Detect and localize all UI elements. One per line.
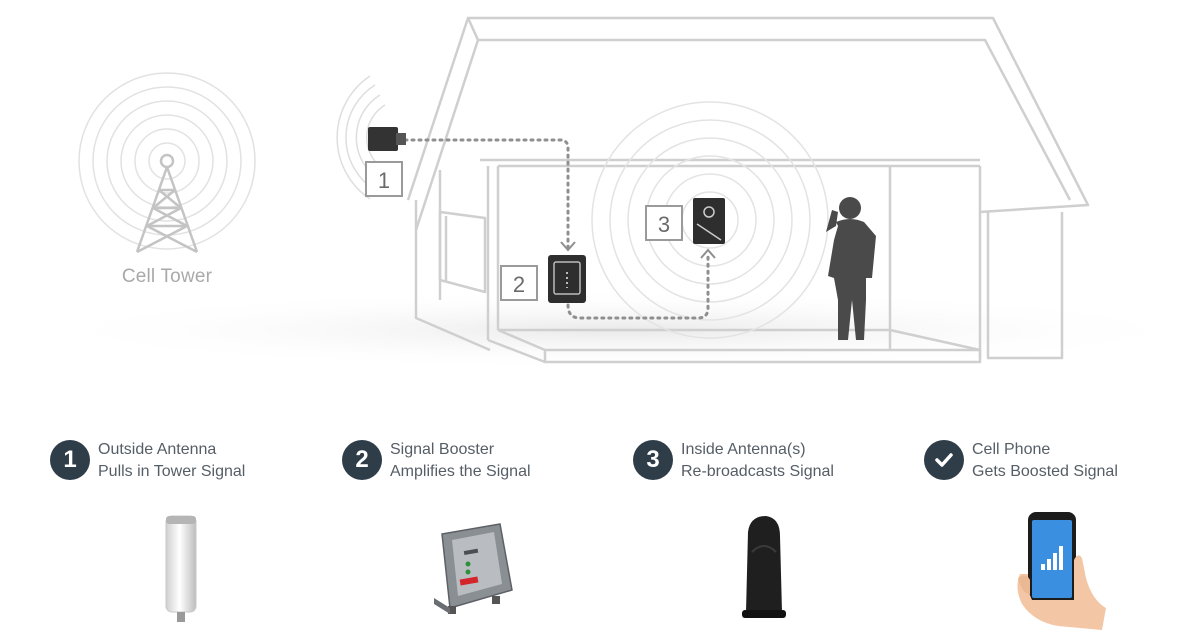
- person-on-phone-icon: [826, 197, 876, 340]
- outdoor-omni-antenna-image: [165, 515, 197, 622]
- step-subtitle: Gets Boosted Signal: [972, 463, 1118, 480]
- tower-signal-waves: [78, 72, 256, 250]
- callout-box-1: 1: [365, 161, 403, 197]
- cable-arrow-icon: [560, 241, 716, 259]
- step-title: Outside Antenna: [98, 441, 217, 458]
- callout-box-2: 2: [500, 265, 538, 301]
- callout-label-2: 2: [513, 272, 525, 297]
- signal-booster-unit-image: [434, 523, 513, 614]
- step-text: Cell Phone Gets Boosted Signal: [972, 439, 1118, 483]
- cell-tower-label: Cell Tower: [121, 266, 213, 287]
- step-title: Inside Antenna(s): [681, 441, 806, 458]
- callout-box-3: 3: [645, 205, 683, 241]
- step-subtitle: Amplifies the Signal: [390, 463, 531, 480]
- cell-tower-icon: [135, 153, 199, 254]
- step-number-badge: 2: [342, 440, 382, 480]
- hand-holding-phone-image: [1017, 512, 1106, 630]
- step-title: Signal Booster: [390, 441, 495, 458]
- inside-antenna-icon: [693, 198, 725, 244]
- step-number-badge: 3: [633, 440, 673, 480]
- callout-label-1: 1: [378, 168, 390, 193]
- callout-label-3: 3: [658, 212, 670, 237]
- step-title: Cell Phone: [972, 441, 1051, 458]
- step-number-badge: 1: [50, 440, 90, 480]
- step-text: Inside Antenna(s) Re-broadcasts Signal: [681, 439, 834, 483]
- step-text: Outside Antenna Pulls in Tower Signal: [98, 439, 245, 483]
- step-subtitle: Re-broadcasts Signal: [681, 463, 834, 480]
- step-subtitle: Pulls in Tower Signal: [98, 463, 246, 480]
- outside-antenna-icon: [368, 127, 406, 151]
- step-text: Signal Booster Amplifies the Signal: [390, 439, 531, 483]
- signal-booster-icon: [548, 255, 586, 303]
- coax-cable-path: [403, 138, 710, 320]
- steps-row: 1 Outside Antenna Pulls in Tower Signal …: [0, 436, 1200, 496]
- indoor-panel-antenna-image: [742, 516, 786, 618]
- checkmark-icon: [924, 440, 964, 480]
- signal-booster-diagram: 1 2 3: [20, 16, 1200, 370]
- house-outline: [406, 16, 1090, 364]
